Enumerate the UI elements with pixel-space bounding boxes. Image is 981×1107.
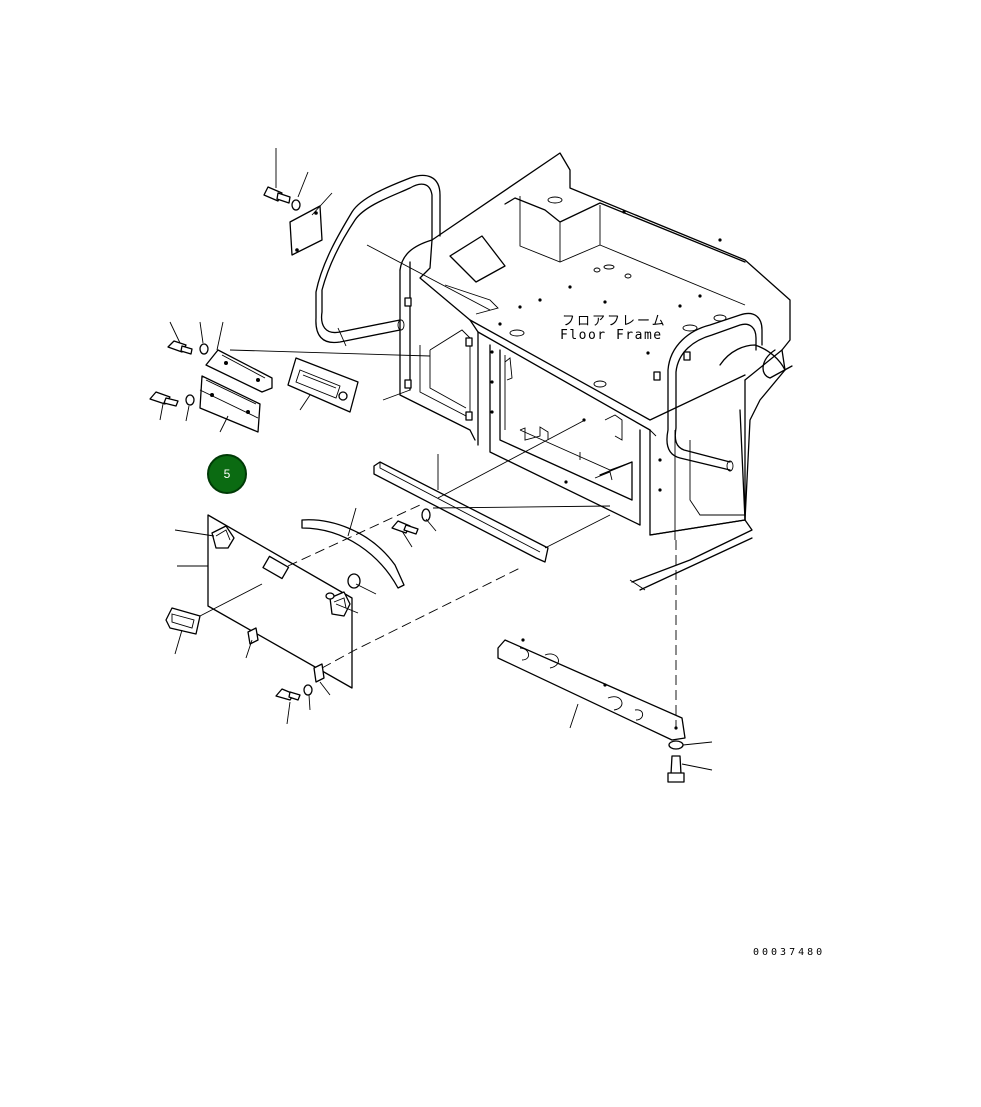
curved-strip [301,507,405,589]
floor-frame [399,152,793,591]
cover-panel [174,504,521,696]
handrail-left [315,174,441,347]
panel-bolt-group [275,684,313,725]
top-cover-plate-group [263,148,491,311]
bottom-bolt-group [667,740,713,783]
switch-panel [287,357,411,413]
grip-handle [165,583,263,655]
drawing-number: 00037480 [753,947,826,958]
bracket-upper [167,321,431,393]
floor-frame-label-english: Floor Frame [560,328,663,343]
handrail-right [666,312,763,472]
long-rail [373,419,611,563]
floor-frame-label-japanese: フロアフレーム [562,314,667,329]
callout-number-badge[interactable]: 5 [207,454,247,494]
bracket-lower [149,375,261,433]
bottom-plate [497,540,686,741]
